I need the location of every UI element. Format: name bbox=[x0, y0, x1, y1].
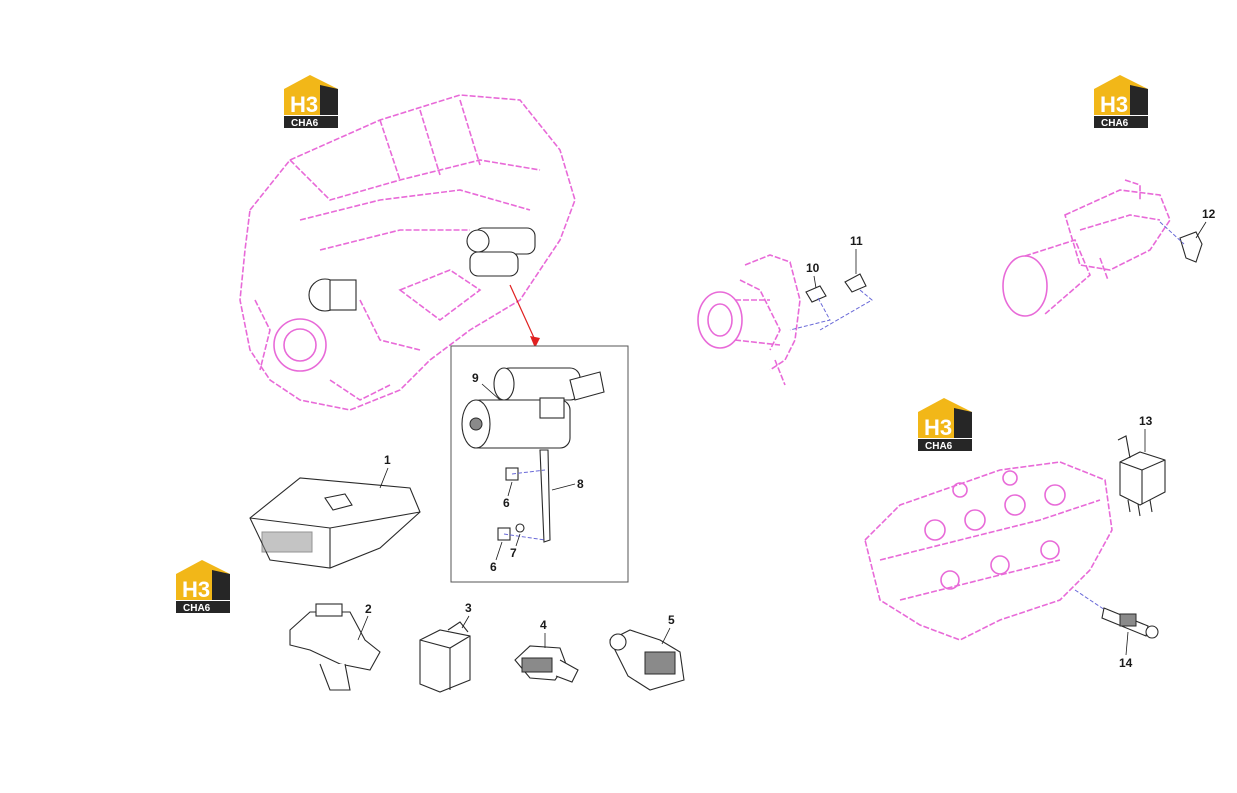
part-3-relay: 3 bbox=[419, 601, 472, 693]
logo-letters: H3 bbox=[924, 415, 952, 440]
callout-7: 7 bbox=[510, 546, 517, 560]
logo-caption: CHA6 bbox=[925, 441, 953, 452]
callout-10: 10 bbox=[806, 261, 820, 275]
part-5-sensor: 5 bbox=[609, 613, 685, 691]
callout-13: 13 bbox=[1139, 414, 1153, 428]
callout-3: 3 bbox=[465, 601, 472, 615]
brand-logo: H3 CHA6 bbox=[1094, 75, 1148, 129]
brand-logo: H3 CHA6 bbox=[284, 75, 338, 129]
starter-detail-box: 9 8 6 7 6 bbox=[450, 345, 629, 583]
logo-caption: CHA6 bbox=[183, 603, 211, 614]
logo-caption: CHA6 bbox=[1101, 118, 1129, 129]
callout-12: 12 bbox=[1202, 207, 1216, 221]
brand-logo: H3 CHA6 bbox=[176, 560, 230, 614]
engine-outline bbox=[239, 94, 576, 411]
logo-letters: H3 bbox=[1100, 92, 1128, 117]
part-1-ecu: 1 bbox=[249, 453, 421, 569]
callout-4: 4 bbox=[540, 618, 547, 632]
callout-14: 14 bbox=[1119, 656, 1133, 670]
brand-logo: H3 CHA6 bbox=[918, 398, 972, 452]
callout-8: 8 bbox=[577, 477, 584, 491]
callout-5: 5 bbox=[668, 613, 675, 627]
pulley-bracket-assembly: 10 11 bbox=[697, 234, 873, 386]
logo-caption: CHA6 bbox=[291, 118, 319, 129]
flywheel-housing-assembly: 12 bbox=[1002, 179, 1216, 317]
callout-11: 11 bbox=[850, 234, 863, 248]
part-4-sensor: 4 bbox=[514, 618, 579, 683]
callout-1: 1 bbox=[384, 453, 391, 467]
detail-arrow bbox=[509, 284, 540, 348]
callout-2: 2 bbox=[365, 602, 372, 616]
logo-letters: H3 bbox=[290, 92, 318, 117]
callout-9: 9 bbox=[472, 371, 479, 385]
logo-letters: H3 bbox=[182, 577, 210, 602]
part-2-sensor: 2 bbox=[289, 602, 381, 691]
cylinder-head-assembly: 13 14 bbox=[864, 414, 1166, 670]
callout-6: 6 bbox=[503, 496, 510, 510]
callout-6: 6 bbox=[490, 560, 497, 574]
